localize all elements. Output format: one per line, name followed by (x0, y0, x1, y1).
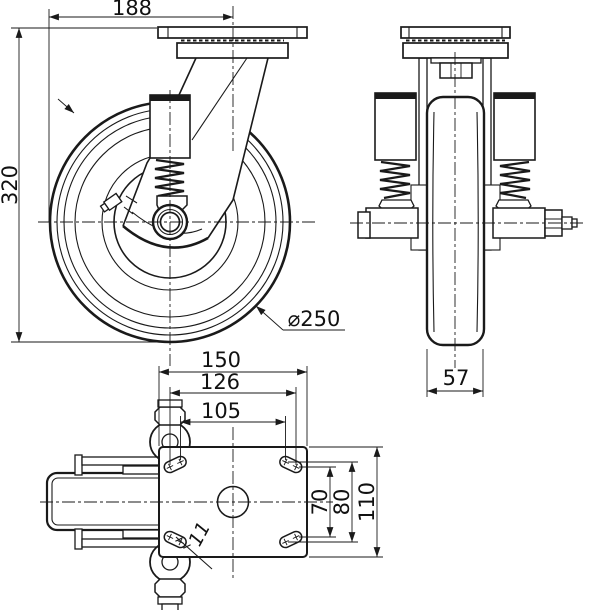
dim-126: 126 (200, 370, 240, 394)
plan-view (40, 399, 333, 610)
wheel-diameter-leader (255, 305, 345, 331)
top-mounting-plate-side (157, 26, 308, 59)
bolt-slot-bottom-left (163, 530, 187, 549)
top-mounting-plate-front (400, 26, 511, 79)
front-view-centerlines (350, 52, 583, 368)
front-view (350, 26, 583, 368)
plan-view-centerlines (40, 427, 333, 581)
spring-assembly-right (493, 92, 536, 214)
slot-width-leader (175, 536, 213, 570)
dim-150: 150 (201, 348, 241, 372)
spring-assembly-left (374, 92, 417, 214)
dim-320: 320 (0, 165, 22, 205)
kingpin-nut (439, 62, 473, 79)
bolt-slot-top-left (163, 455, 187, 474)
side-view (38, 6, 316, 366)
dim-188: 188 (112, 0, 152, 20)
coil-spring (154, 158, 185, 198)
adjuster-nut (154, 578, 186, 598)
dim-105: 105 (201, 399, 241, 423)
wheel-front (425, 95, 486, 347)
dim-80: 80 (330, 489, 354, 516)
swivel-fork (122, 57, 269, 249)
dimensions: 188 320 ⌀250 57 150 126 105 70 80 110 11 (0, 0, 484, 570)
dim-wheel-diameter: ⌀250 (288, 307, 341, 331)
dimension-lines (15, 13, 483, 557)
dim-110: 110 (355, 482, 379, 522)
side-view-centerlines (38, 6, 316, 366)
bolt-slot-bottom-right (279, 530, 303, 549)
bolt-slot-top-right (279, 455, 303, 474)
grease-fitting (99, 192, 138, 215)
swivel-bearing-housing (176, 42, 289, 59)
spring-plan-bottom (149, 541, 191, 610)
dim-57: 57 (443, 366, 470, 390)
dim-70: 70 (308, 489, 332, 516)
tire-pointer-arrow (57, 98, 75, 114)
